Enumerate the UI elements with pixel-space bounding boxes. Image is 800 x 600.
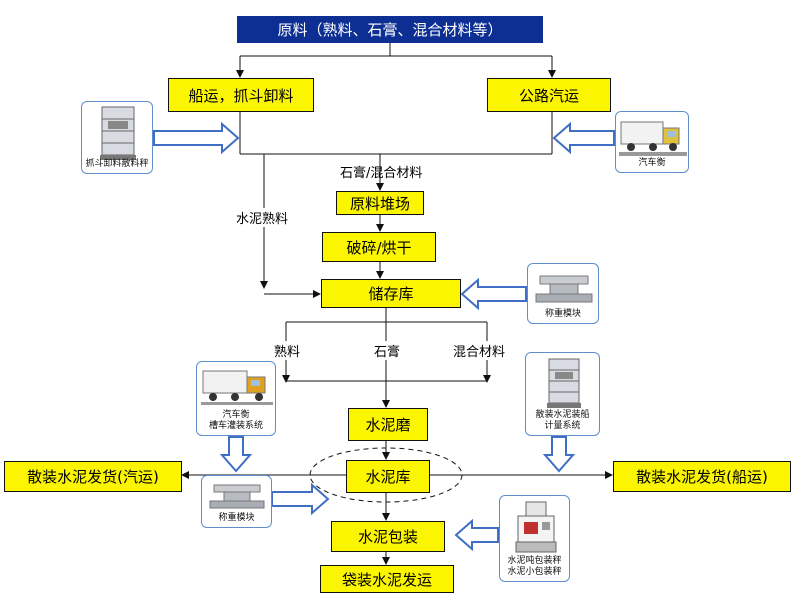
grab-scale-caption: 抓斗卸料散料秤 (85, 159, 149, 169)
bagged-cement-shipping-box: 袋装水泥发运 (320, 565, 454, 593)
cement-clinker-label: 水泥熟料 (236, 208, 289, 227)
cement-packing-box: 水泥包装 (331, 521, 445, 552)
truck-icon (619, 121, 687, 156)
weigh-module-1-card: 称重模块 (527, 263, 599, 324)
tanker-loading-card: 汽车衡槽车灌装系统 (196, 361, 276, 436)
raw-material-yard-box: 原料堆场 (336, 191, 424, 215)
packing-scale-caption: 水泥吨包装秤水泥小包装秤 (507, 556, 562, 577)
cement-silo-box: 水泥库 (346, 460, 430, 493)
weigh-module-icon (535, 275, 593, 303)
raw-materials-title: 原料（熟料、石膏、混合材料等） (237, 16, 543, 43)
storage-box: 储存库 (321, 279, 461, 308)
bulk-cement-truck-box: 散装水泥发货(汽运) (4, 461, 182, 492)
tanker-loading-caption: 汽车衡槽车灌装系统 (208, 410, 263, 431)
ship-metering-caption: 散装水泥装船计量系统 (535, 410, 590, 431)
truck-scale-top-card: 汽车衡 (615, 111, 689, 173)
packing-scale-icon (515, 501, 557, 553)
mix-label: 混合材料 (453, 341, 506, 360)
ship-grab-unloading-box: 船运，抓斗卸料 (168, 78, 314, 112)
weigh-module-2-caption: 称重模块 (218, 513, 255, 523)
clinker-label: 熟料 (274, 341, 301, 360)
weigh-module-icon (209, 484, 265, 509)
road-transport-box: 公路汽运 (487, 78, 611, 112)
weigh-module-1-caption: 称重模块 (544, 309, 581, 319)
bulk-cement-ship-box: 散装水泥发货(船运) (613, 461, 791, 492)
grab-scale-icon (100, 106, 136, 160)
ship-loader-icon (547, 358, 581, 408)
cement-mill-box: 水泥磨 (348, 408, 428, 441)
tanker-truck-icon (201, 370, 273, 405)
crush-dry-box: 破碎/烘干 (322, 232, 436, 262)
ship-metering-card: 散装水泥装船计量系统 (525, 352, 600, 436)
gypsum-mix-label: 石膏/混合材料 (340, 166, 423, 181)
packing-scale-card: 水泥吨包装秤水泥小包装秤 (499, 495, 570, 582)
gypsum-label: 石膏 (374, 341, 401, 360)
truck-scale-top-caption: 汽车衡 (638, 158, 666, 168)
grab-bulk-scale-card: 抓斗卸料散料秤 (81, 101, 153, 174)
weigh-module-2-card: 称重模块 (201, 475, 272, 528)
